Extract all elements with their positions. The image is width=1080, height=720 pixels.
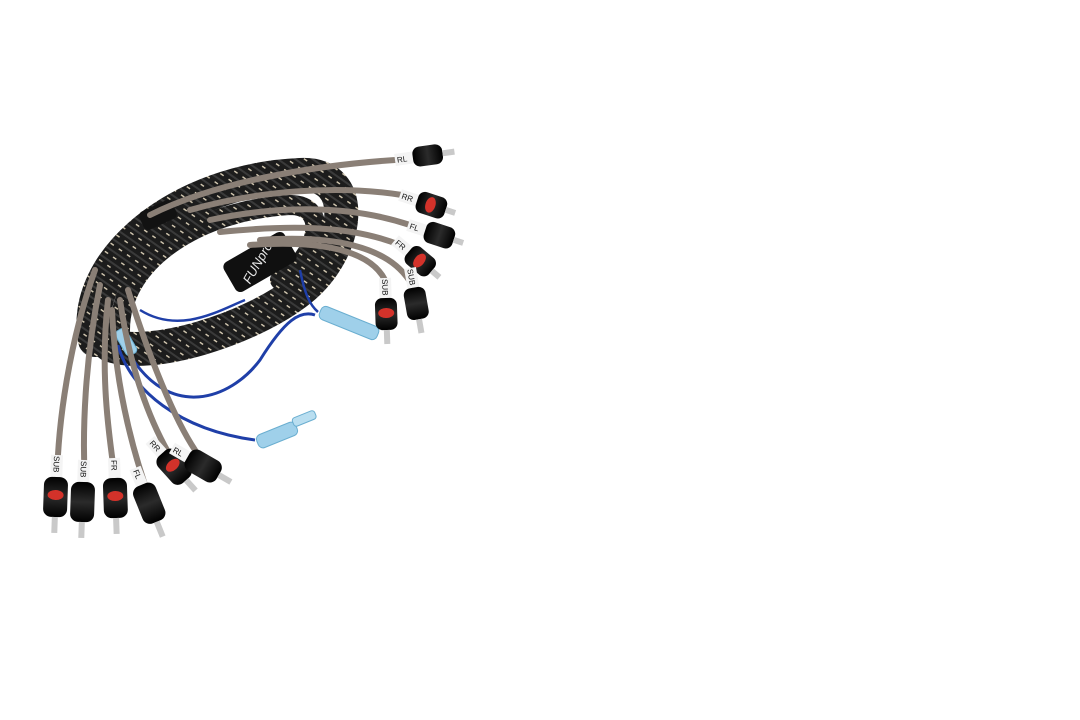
rca-plug-fr-bottom: FR <box>102 457 128 535</box>
spade-terminal-icon <box>255 410 317 449</box>
channel-label: SUB <box>51 456 61 473</box>
channel-label: RR <box>400 192 414 204</box>
channel-label: SUB <box>380 279 390 296</box>
spade-terminal-icon <box>318 305 380 341</box>
channel-label: SUB <box>78 461 88 478</box>
channel-label: RL <box>396 154 408 164</box>
channel-label: FL <box>408 222 420 234</box>
rca-plug-fl-top: FL <box>406 219 465 249</box>
rca-plug-rr-top: RR <box>398 189 457 219</box>
rca-plug-sub-bottom-b: SUB <box>70 459 95 539</box>
channel-label: SUB <box>405 268 417 286</box>
rca-plug-rl-bottom: RL <box>169 442 233 485</box>
channel-label: FR <box>109 460 118 471</box>
gray-cables-top <box>147 157 415 288</box>
rca-plug-fl-bottom: FL <box>129 465 166 538</box>
rca-plug-rr-bottom: RR <box>145 435 198 493</box>
rca-plug-sub-top-b: SUB <box>403 266 429 334</box>
rca-plug-sub-bottom-a: SUB <box>43 454 68 534</box>
rca-plug-sub-top-a: SUB <box>374 277 398 345</box>
channel-label: FL <box>131 468 143 481</box>
rca-plug-rl-top: RL <box>394 144 455 167</box>
